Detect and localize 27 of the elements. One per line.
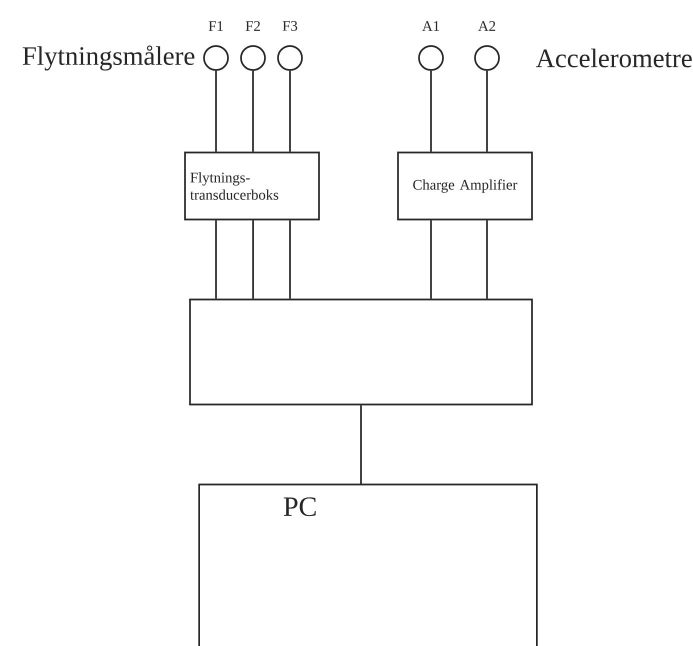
sensor-circle (203, 45, 229, 71)
device-box: Charge Amplifier (397, 152, 533, 220)
wire (486, 70, 488, 152)
wire (360, 405, 362, 484)
channel-label: F3 (282, 20, 298, 31)
sensor-circle (277, 45, 303, 71)
channel-label: A1 (422, 21, 440, 31)
sensor-circle (240, 45, 266, 71)
device-box: Flytnings- transducerboks (184, 152, 320, 220)
sensor-circle (418, 45, 444, 71)
channel-label: F1 (208, 21, 223, 31)
wire (486, 220, 488, 299)
channel-label: F2 (246, 21, 260, 31)
wire (252, 70, 254, 152)
wire (252, 220, 254, 299)
pc-box: PC (198, 484, 538, 646)
group-label: Accelerometre (536, 48, 692, 68)
wire (289, 70, 291, 152)
wire (430, 220, 432, 299)
wire (215, 220, 217, 299)
group-label: Flytningsmålere (22, 45, 194, 71)
sensor-circle (474, 45, 500, 71)
wire (430, 70, 432, 152)
device-box (189, 298, 533, 406)
channel-label: A2 (478, 21, 496, 31)
wire (215, 70, 217, 152)
wire (289, 220, 291, 299)
